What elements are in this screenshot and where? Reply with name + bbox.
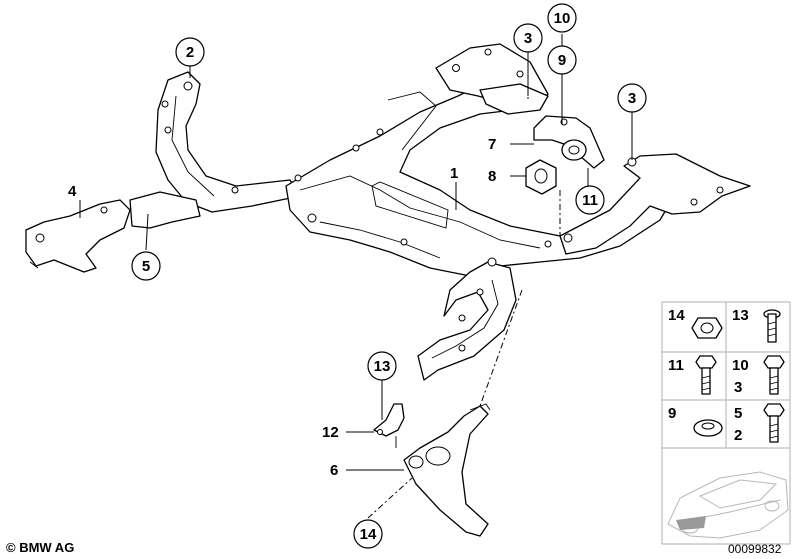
bracket-4 [25, 199, 131, 273]
svg-text:13: 13 [374, 358, 391, 375]
legend-label-14: 14 [668, 307, 685, 324]
flange-bolt-icon [695, 355, 717, 395]
control-arm-6 [403, 403, 491, 537]
long-bolt-icon [763, 403, 785, 443]
svg-text:11: 11 [582, 192, 598, 209]
leader-lines [79, 34, 633, 519]
callout-1: 1 [450, 165, 458, 182]
svg-text:14: 14 [360, 526, 377, 543]
bolt-icon [763, 309, 781, 343]
copyright-label: © BMW AG [6, 540, 74, 555]
front-axle-subframe [129, 43, 751, 381]
reference-number: 00099832 [728, 542, 782, 556]
bushing-8 [525, 159, 557, 195]
legend-label-11: 11 [668, 357, 684, 374]
upper-bracket-3 [479, 83, 549, 115]
legend-label-5: 5 [734, 405, 742, 422]
car-thumbnail-icon [667, 471, 789, 539]
callout-3-top: 3 [513, 23, 543, 53]
callout-9: 9 [547, 45, 577, 75]
svg-text:3: 3 [524, 30, 532, 47]
legend-label-13: 13 [732, 307, 749, 324]
mount-bracket-7 [533, 115, 605, 169]
legend-label-3: 3 [734, 379, 742, 396]
callout-10: 10 [547, 3, 577, 33]
nut-icon [691, 317, 723, 339]
fastener-legend: 14 13 11 10 3 9 5 2 [661, 301, 791, 545]
callout-7: 7 [488, 136, 496, 153]
callout-13: 13 [367, 351, 397, 381]
callout-11: 11 [575, 185, 605, 215]
callout-5: 5 [131, 251, 161, 281]
legend-label-9: 9 [668, 405, 676, 422]
link-12 [373, 403, 405, 448]
callout-8: 8 [488, 168, 496, 185]
callout-6: 6 [330, 462, 338, 479]
svg-text:10: 10 [554, 10, 571, 27]
hex-bolt-icon [763, 355, 785, 395]
svg-text:3: 3 [628, 90, 636, 107]
legend-label-10: 10 [732, 357, 749, 374]
legend-label-2: 2 [734, 427, 742, 444]
svg-text:5: 5 [142, 258, 150, 275]
callout-12: 12 [322, 424, 339, 441]
callout-2: 2 [175, 37, 205, 67]
washer-icon [693, 419, 723, 437]
callout-3-right: 3 [617, 83, 647, 113]
callout-14: 14 [353, 519, 383, 549]
svg-text:9: 9 [558, 52, 566, 69]
callout-4: 4 [68, 183, 77, 200]
svg-text:2: 2 [186, 44, 194, 61]
